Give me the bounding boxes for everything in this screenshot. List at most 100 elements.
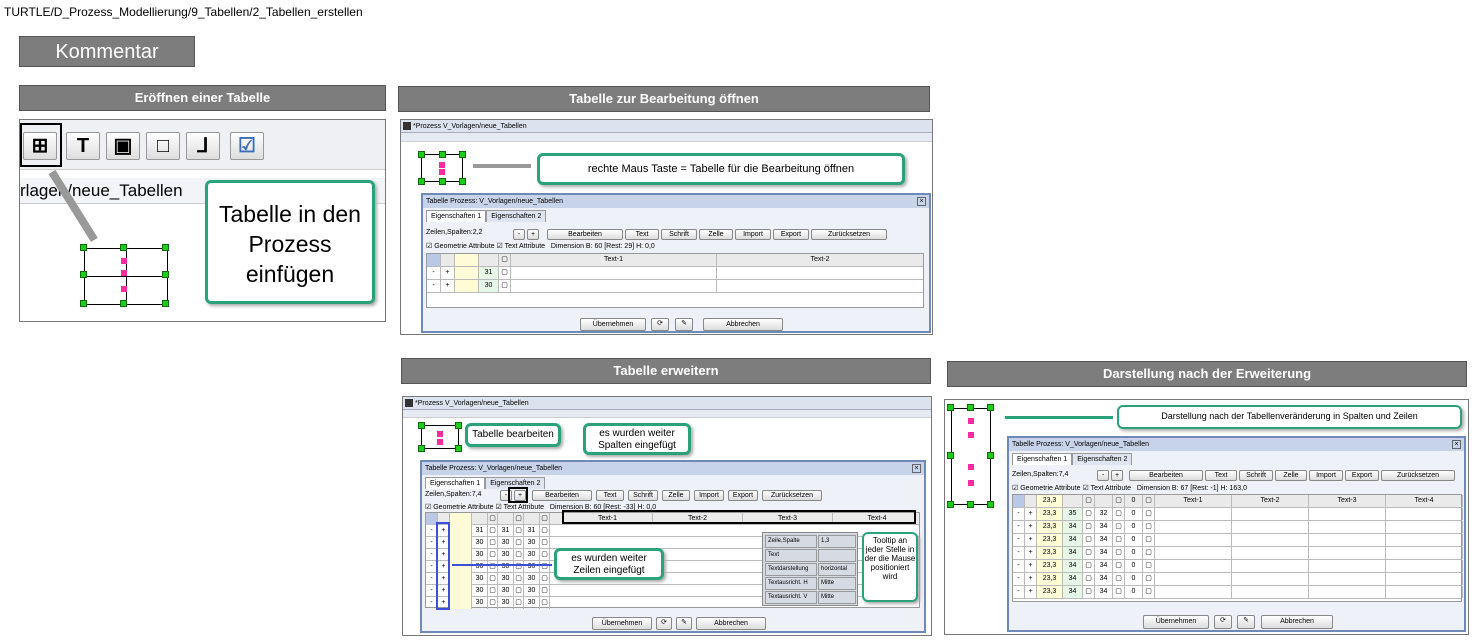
col-header: Text-3 (743, 513, 833, 525)
tab-eigenschaften-1[interactable]: Eigenschaften 1 (1012, 453, 1073, 465)
text-button[interactable]: Text (1205, 470, 1237, 481)
edit-icon[interactable]: ✎ (676, 617, 692, 630)
tab-eigenschaften-2[interactable]: Eigenschaften 2 (1072, 453, 1133, 465)
export-button[interactable]: Export (1345, 470, 1379, 481)
zuruecksetzen-button[interactable]: Zurücksetzen (811, 229, 887, 240)
import-button[interactable]: Import (1309, 470, 1343, 481)
schrift-button[interactable]: Schrift (661, 229, 697, 240)
schrift-button[interactable]: Schrift (1239, 470, 1273, 481)
zelle-button[interactable]: Zelle (662, 490, 690, 501)
col-header: Text-2 (653, 513, 743, 525)
dialog-title: Tabelle Prozess: V_Vorlagen/neue_Tabelle… (425, 465, 562, 472)
text-button[interactable]: Text (596, 490, 624, 501)
cancel-button[interactable]: Abbrechen (696, 617, 766, 630)
tab-eigenschaften-1[interactable]: Eigenschaften 1 (426, 210, 487, 222)
plus-button[interactable]: + (527, 229, 539, 240)
callout-tooltip: Tooltip an jeder Stelle in der die Mause… (862, 532, 918, 602)
col-header: Text-3 (1309, 495, 1386, 507)
ok-button[interactable]: Übernehmen (580, 318, 646, 331)
table-dialog: Tabelle Prozess: V_Vorlagen/neue_Tabelle… (1007, 436, 1466, 632)
arrow-icon (452, 564, 552, 566)
minus-button[interactable]: - (513, 229, 525, 240)
zuruecksetzen-button[interactable]: Zurücksetzen (762, 490, 822, 501)
bearbeiten-button[interactable]: Bearbeiten (547, 229, 623, 240)
col-header: Text-1 (563, 513, 653, 525)
tab-eigenschaften-2[interactable]: Eigenschaften 2 (485, 477, 546, 489)
attribute-row: ☑ Geometrie Attribute ☑ Text Attribute D… (425, 504, 657, 511)
minus-button[interactable]: - (1097, 470, 1109, 481)
row-height[interactable]: 31 (479, 267, 499, 279)
callout-insert-table: Tabelle in den Prozess einfügen (205, 180, 375, 304)
refresh-icon[interactable]: ⟳ (651, 318, 669, 331)
rows-cols-label: Zeilen,Spalten:7,4 (1012, 471, 1069, 478)
plus-button[interactable]: + (514, 490, 526, 501)
table-dialog: Tabelle Prozess: V_Vorlagen/neue_Tabelle… (420, 460, 926, 633)
table-tool-icon[interactable]: ⊞ (23, 132, 57, 160)
dialog-title: Tabelle Prozess: V_Vorlagen/neue_Tabelle… (426, 198, 563, 205)
table-dialog: Tabelle Prozess: V_Vorlagen/neue_Tabelle… (421, 193, 931, 333)
tab-eigenschaften-2[interactable]: Eigenschaften 2 (486, 210, 547, 222)
text-button[interactable]: Text (625, 229, 659, 240)
close-icon[interactable]: × (917, 197, 926, 206)
refresh-icon[interactable]: ⟳ (1214, 615, 1232, 629)
highlight-new-columns (562, 510, 916, 524)
cancel-button[interactable]: Abbrechen (703, 318, 783, 331)
tab-eigenschaften-1[interactable]: Eigenschaften 1 (425, 477, 486, 489)
rectangle-tool-icon[interactable]: □ (146, 132, 180, 160)
text-tool-icon[interactable]: T (66, 132, 100, 160)
zelle-button[interactable]: Zelle (1275, 470, 1307, 481)
screenshot-edit-table: *Prozess V_Vorlagen/neue_Tabellen rechte… (400, 119, 933, 335)
refresh-icon[interactable]: ⟳ (656, 617, 672, 630)
close-icon[interactable]: × (1452, 440, 1461, 449)
bearbeiten-button[interactable]: Bearbeiten (1129, 470, 1203, 481)
callout-right-click: rechte Maus Taste = Tabelle für die Bear… (537, 153, 905, 185)
col-header: Text-1 (511, 254, 717, 266)
plus-button[interactable]: + (1111, 470, 1123, 481)
edit-icon[interactable]: ✎ (675, 318, 693, 331)
row-height[interactable]: 30 (479, 280, 499, 292)
rows-cols-label: Zeilen,Spalten:7,4 (425, 491, 482, 498)
kommentar-button[interactable]: Kommentar (19, 36, 195, 67)
image-tool-icon[interactable]: ▣ (106, 132, 140, 160)
dialog-title: Tabelle Prozess: V_Vorlagen/neue_Tabelle… (1012, 441, 1149, 448)
ok-button[interactable]: Übernehmen (1143, 615, 1209, 629)
zelle-button[interactable]: Zelle (699, 229, 733, 240)
col-header: Text-2 (810, 256, 830, 263)
export-button[interactable]: Export (773, 229, 809, 240)
checkbox-tool-icon[interactable]: ☑ (230, 132, 264, 160)
window-title: *Prozess V_Vorlagen/neue_Tabellen (403, 397, 931, 410)
connector-tool-icon[interactable]: ⅃ (186, 132, 220, 160)
close-icon[interactable]: × (912, 464, 921, 473)
callout-columns-added: es wurden weiter Spalten eingefügt (583, 423, 691, 455)
col-header: Text-4 (867, 515, 887, 522)
import-button[interactable]: Import (735, 229, 771, 240)
screenshot-extend-table: *Prozess V_Vorlagen/neue_Tabellen Tabell… (402, 396, 932, 636)
schrift-button[interactable]: Schrift (628, 490, 658, 501)
section-title-after-extend: Darstellung nach der Erweiterung (947, 361, 1467, 387)
zuruecksetzen-button[interactable]: Zurücksetzen (1381, 470, 1455, 481)
arrow-icon (1005, 416, 1113, 419)
table-shape (84, 248, 169, 306)
section-title-edit-table: Tabelle zur Bearbeitung öffnen (398, 86, 930, 112)
edit-icon[interactable]: ✎ (1237, 615, 1255, 629)
import-button[interactable]: Import (694, 490, 724, 501)
ok-button[interactable]: Übernehmen (592, 617, 652, 630)
highlight-box (508, 487, 528, 503)
section-title-extend-table: Tabelle erweitern (401, 358, 931, 384)
minus-button[interactable]: - (500, 490, 512, 501)
breadcrumb: TURTLE/D_Prozess_Modellierung/9_Tabellen… (4, 5, 363, 19)
section-title-open-table: Eröffnen einer Tabelle (19, 85, 386, 111)
bearbeiten-button[interactable]: Bearbeiten (532, 490, 592, 501)
export-button[interactable]: Export (728, 490, 758, 501)
screenshot-after-extend: Darstellung nach der Tabellenveränderung… (944, 399, 1469, 635)
rows-cols-label: Zeilen,Spalten:2,2 (426, 229, 483, 236)
screenshot-open-table: ⊞ T ▣ □ ⅃ ☑ rlagen/neue_Tabellen Tabelle… (19, 119, 386, 322)
cancel-button[interactable]: Abbrechen (1261, 615, 1333, 629)
